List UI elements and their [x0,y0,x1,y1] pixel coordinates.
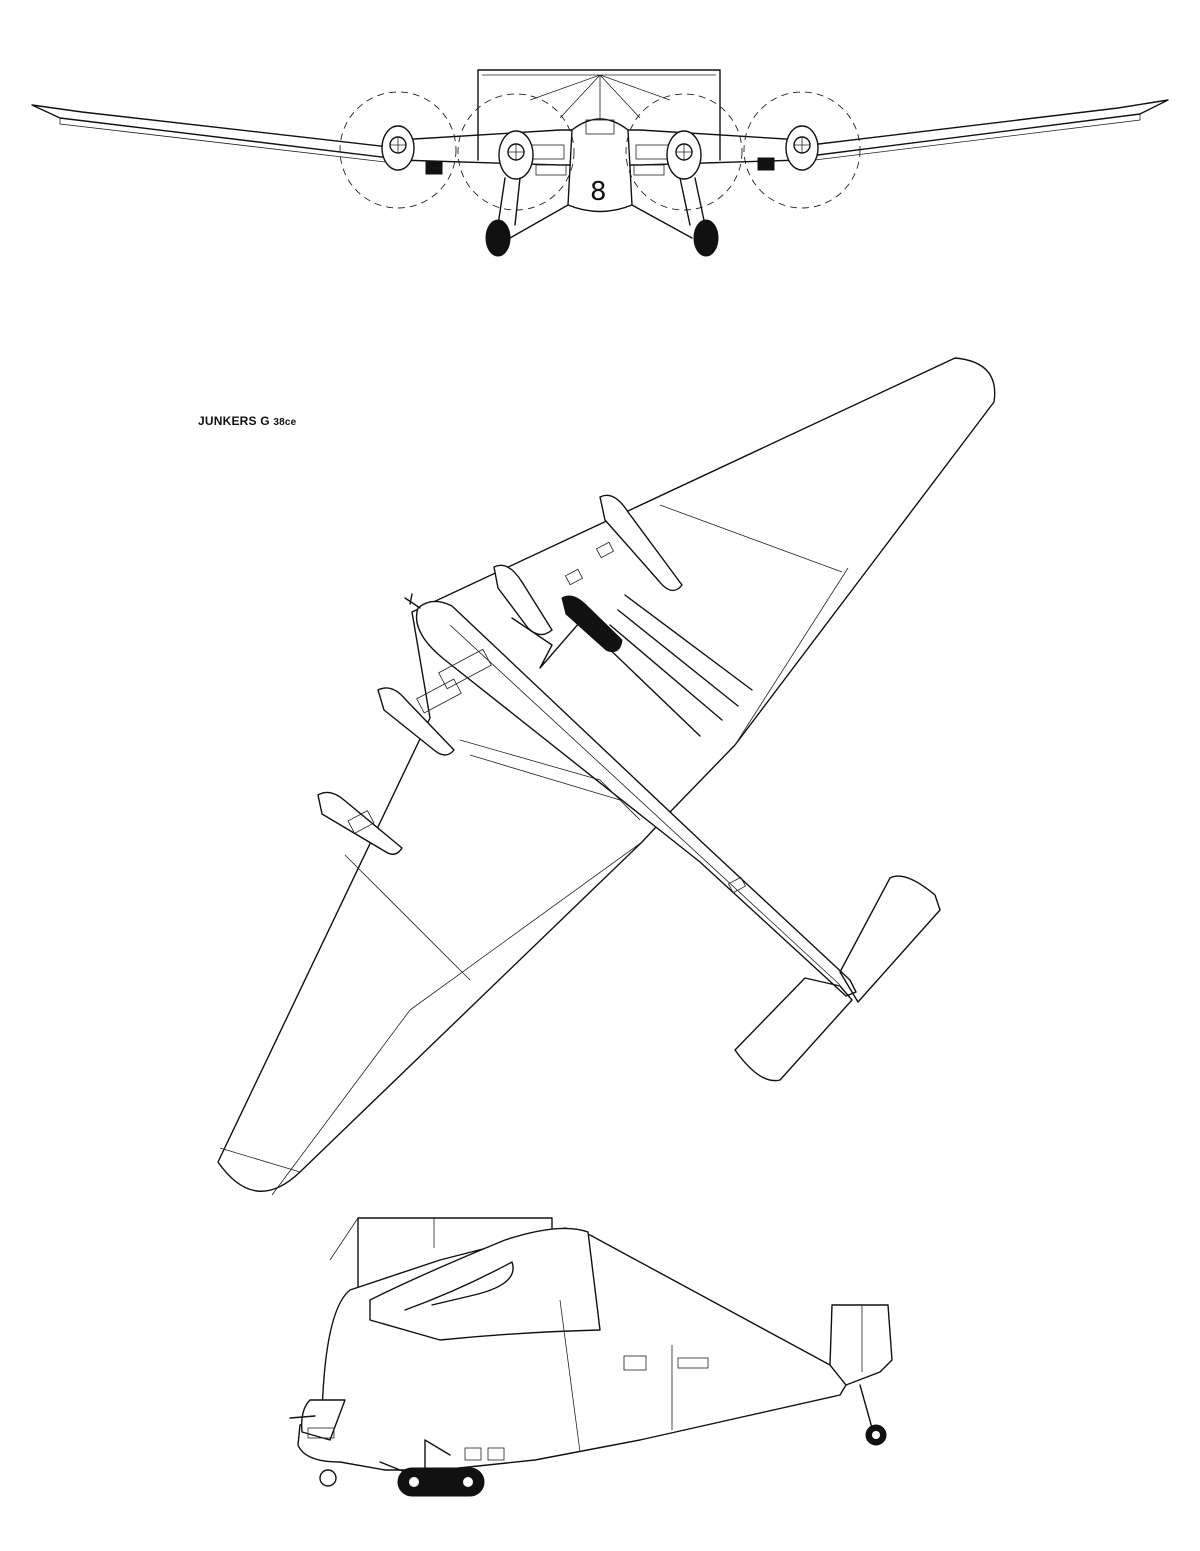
title-main: JUNKERS G [198,414,274,428]
antenna-mast-frame [477,69,721,161]
tailplane-right [839,875,941,1003]
engine-nacelles-plan [317,494,683,855]
side-view [289,1217,893,1497]
radiator-left [425,161,443,175]
wing-section-curve [404,1261,514,1311]
gear-struts-plan [511,617,581,669]
drawing-title: JUNKERS G 38ce [198,414,296,428]
tailplane-left [734,977,853,1082]
flap-hinge-lines [271,567,849,1196]
bracing-lines [459,739,641,821]
fuselage-windows-side [307,1355,709,1461]
title-subtype: 38ce [273,417,297,428]
fin-rudder [829,1304,893,1386]
propeller-disc-outer-left [339,91,457,209]
plan-view [217,357,996,1196]
fuselage-centerline [449,624,841,986]
left-wing-front [31,104,399,159]
right-wheel-front [693,219,719,257]
front-view: 8 [31,69,1169,257]
nose-propeller [404,593,421,609]
propeller-disc-inner-right [625,93,743,211]
wing-panel-lines [344,504,843,981]
main-wing-plan [217,357,996,1192]
antenna-wires [482,74,716,120]
main-gear-struts-front [497,177,706,239]
right-wing-front [801,99,1169,157]
radiator-right [757,157,775,171]
nose-engine-side [300,1399,346,1441]
fuselage-panel-lines [559,1299,673,1453]
engine-nacelles-front [381,125,819,180]
nose-propeller-side [289,1415,316,1419]
left-wheel-front [485,219,511,257]
wing-slots [599,594,753,737]
main-wheels-side [397,1467,485,1497]
main-gear-plan [561,595,623,653]
nose-bumper [319,1469,337,1487]
fuselage-marking: 8 [590,177,607,207]
wing-root-side [369,1227,601,1341]
propeller-disc-outer-right [743,91,861,209]
wing-windows-plan [347,648,492,834]
fuselage-plan [415,600,857,997]
